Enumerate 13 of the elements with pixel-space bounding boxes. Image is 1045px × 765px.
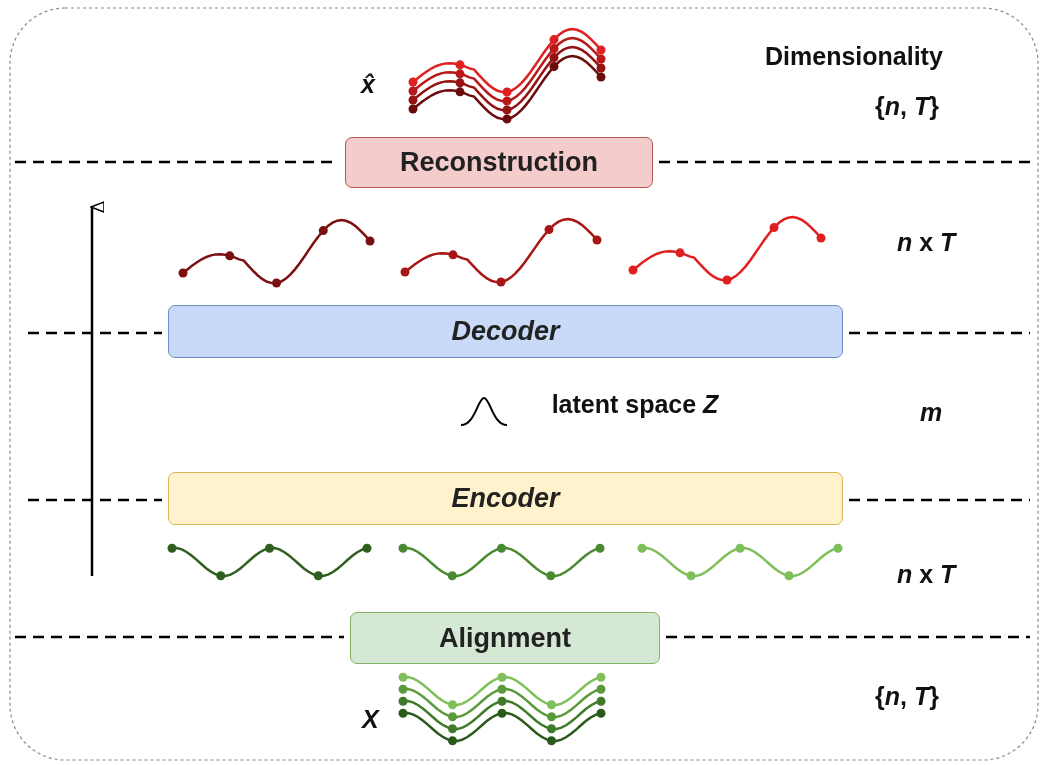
- latent-space-label: latent space Z: [550, 389, 720, 420]
- process-box: Alignment: [350, 612, 660, 664]
- process-box: Reconstruction: [345, 137, 653, 188]
- dimension-label: m: [920, 398, 943, 427]
- encoder-box: Encoder: [168, 472, 843, 525]
- dimension-label: {n, T}: [875, 682, 939, 711]
- decoder-box: Decoder: [168, 305, 843, 358]
- dimension-label: n x T: [897, 560, 956, 589]
- variable-label: X: [362, 705, 379, 734]
- dimension-label: n x T: [897, 228, 956, 257]
- dimension-label: {n, T}: [875, 92, 939, 121]
- heading: Dimensionality: [765, 42, 943, 71]
- variable-label: x̂: [361, 70, 375, 99]
